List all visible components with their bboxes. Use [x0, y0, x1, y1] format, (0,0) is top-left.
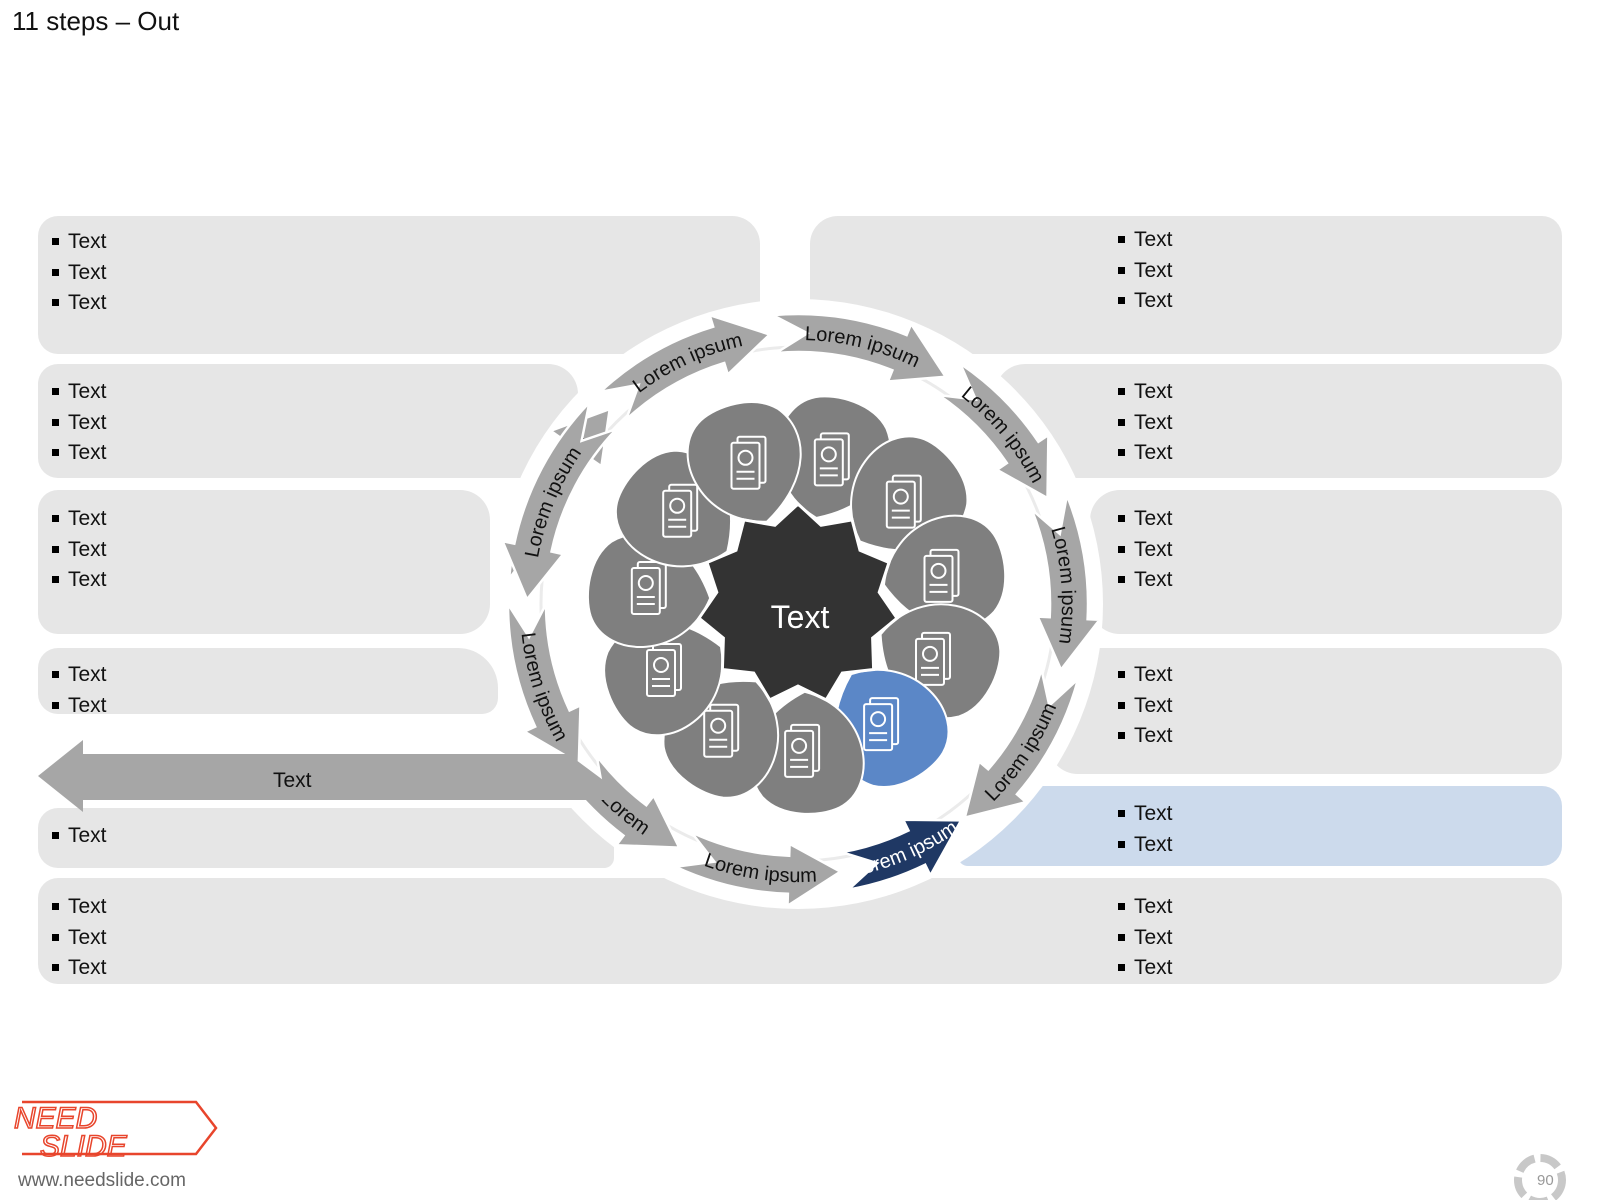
list-item: Text	[1104, 565, 1173, 596]
list-item: Text	[38, 821, 107, 852]
right-list-2: Text Text Text	[1104, 377, 1173, 469]
list-item: Text	[38, 377, 107, 408]
slide-title: 11 steps – Out	[12, 6, 180, 36]
document-stack-icon	[703, 703, 740, 758]
left-list-3: Text Text Text	[38, 504, 107, 596]
petal-group	[586, 395, 1007, 815]
right-list-1: Text Text Text	[1104, 225, 1173, 317]
list-item: Text	[1104, 953, 1173, 984]
ring-arrow-8	[670, 831, 843, 909]
ring-arrow-4	[938, 360, 1050, 501]
left-list-2: Text Text Text	[38, 377, 107, 469]
list-item: Text	[1104, 504, 1173, 535]
right-list-4: Text Text Text	[1104, 660, 1173, 752]
logo-line2: SLIDE	[40, 1130, 128, 1162]
left-list-4: Text Text	[38, 660, 107, 721]
binders-download-icon	[630, 561, 667, 615]
pie-report-icon	[730, 435, 767, 490]
list-item: Text	[1104, 691, 1173, 722]
list-item: Text	[1104, 799, 1173, 830]
list-item: Text	[1104, 830, 1173, 861]
list-item: Text	[38, 288, 107, 319]
left-list-6: Text Text Text	[38, 892, 107, 984]
mobile-phone-icon	[662, 483, 699, 538]
list-item: Text	[1104, 256, 1173, 287]
list-item: Text	[1104, 377, 1173, 408]
list-item: Text	[1104, 535, 1173, 566]
out-arrow	[38, 740, 630, 812]
page-number: 90	[1537, 1172, 1554, 1189]
right-panel-1	[810, 216, 1562, 354]
left-list-1: Text Text Text	[38, 227, 107, 319]
left-panel-1	[38, 216, 760, 354]
logo-url: www.needslide.com	[18, 1170, 186, 1191]
ring-arrow-11	[500, 398, 618, 602]
list-item: Text	[1104, 225, 1173, 256]
pie-chart-document-icon	[923, 548, 960, 603]
center-star-shape	[696, 501, 900, 702]
out-arrow-label: Text	[273, 769, 312, 792]
list-item: Text	[1104, 286, 1173, 317]
right-panel-4	[1048, 648, 1562, 774]
left-list-5: Text	[38, 821, 107, 852]
right-panel-3	[1090, 490, 1562, 634]
ring-arrow-5	[1030, 490, 1103, 673]
ring-arrow-2	[596, 313, 773, 421]
right-list-5: Text Text	[1104, 799, 1173, 860]
needslide-logo: NEED SLIDE	[13, 1100, 218, 1162]
list-item: Text	[1104, 923, 1173, 954]
list-item: Text	[38, 408, 107, 439]
logo-line1: NEED	[14, 1102, 97, 1135]
center-label: Text	[771, 599, 830, 635]
ring-arrow-9	[562, 754, 682, 849]
presentation-board-icon	[915, 631, 951, 686]
ring-arrow-6	[963, 668, 1081, 820]
right-panel-2	[995, 364, 1562, 478]
left-panel-3	[38, 490, 490, 634]
list-item: Text	[1104, 721, 1173, 752]
list-item: Text	[38, 535, 107, 566]
list-item: Text	[38, 892, 107, 923]
list-item: Text	[38, 258, 107, 289]
image-document-icon	[646, 643, 682, 697]
ring-arrow-7	[841, 818, 964, 892]
right-list-6: Text Text Text	[1104, 892, 1173, 984]
right-panel-highlight	[958, 786, 1562, 866]
list-item: Text	[38, 953, 107, 984]
list-item: Text	[38, 691, 107, 722]
ring-arrow-3	[768, 312, 948, 383]
left-panel-2	[38, 364, 578, 478]
list-item: Text	[38, 565, 107, 596]
list-item: Text	[38, 923, 107, 954]
list-item: Text	[1104, 408, 1173, 439]
left-panel-5	[38, 808, 614, 868]
list-item: Text	[1104, 660, 1173, 691]
left-panel-4	[38, 648, 498, 714]
mobile-chart-icon	[784, 723, 821, 778]
bar-chart-document-icon	[885, 474, 922, 529]
list-item: Text	[38, 660, 107, 691]
list-item: Text	[38, 227, 107, 258]
list-item: Text	[1104, 892, 1173, 923]
cycle-icon	[1514, 1154, 1566, 1200]
list-item: Text	[38, 438, 107, 469]
plant-network-icon	[813, 432, 850, 487]
ring-arrow-10	[506, 599, 582, 766]
list-item: Text	[38, 504, 107, 535]
highlighted-report-icon	[863, 697, 900, 752]
list-item: Text	[1104, 438, 1173, 469]
right-list-3: Text Text Text	[1104, 504, 1173, 596]
